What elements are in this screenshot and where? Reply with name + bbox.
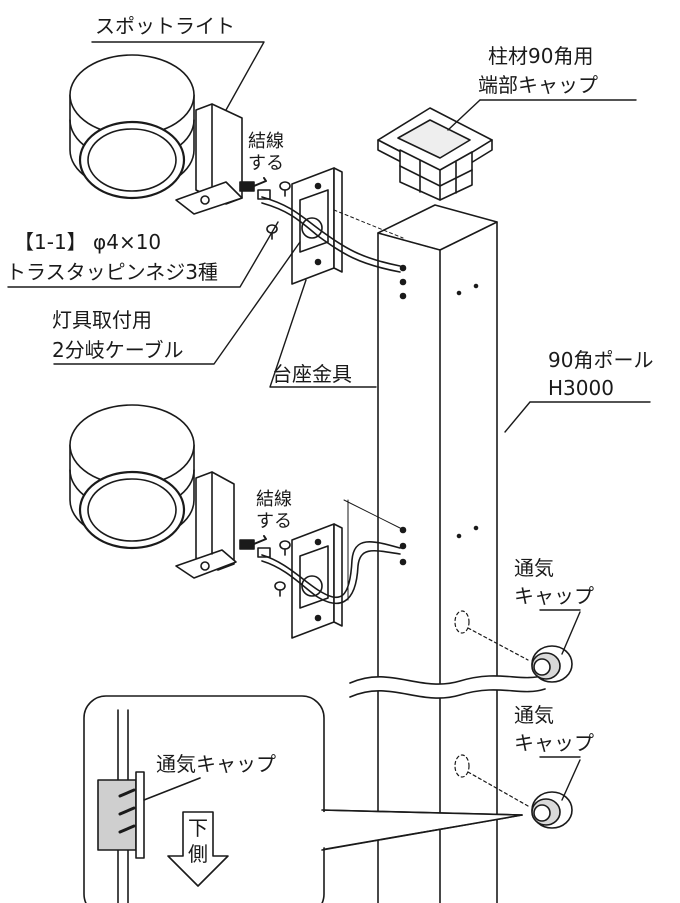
pole-90-square: [343, 204, 552, 903]
label-pole-line2: H3000: [548, 376, 614, 400]
label-cable-line1: 灯具取付用: [52, 308, 152, 332]
label-end-cap-line1: 柱材90角用: [488, 44, 594, 68]
label-end-cap-line2: 端部キャップ: [478, 73, 598, 97]
label-spotlight: スポットライト: [95, 14, 235, 38]
label-wiring-top-line1: 結線: [248, 131, 284, 152]
end-cap: [377, 107, 493, 201]
label-screw-line2: トラスタッピンネジ3種: [6, 260, 218, 284]
vent-cap-lower: [531, 791, 573, 829]
detail-callout: [83, 695, 523, 903]
label-detail-down-char1: 下: [188, 816, 208, 840]
base-bracket-top: [261, 167, 404, 285]
label-base-bracket: 台座金具: [272, 362, 352, 386]
vent-cap-upper: [531, 645, 573, 683]
label-vent-cap-upper-line2: キャップ: [514, 584, 594, 608]
leader-lines: [7, 41, 651, 801]
label-pole-line1: 90角ポール: [548, 348, 654, 372]
label-wiring-bottom-line2: する: [256, 511, 292, 532]
spotlight-top: [69, 54, 271, 215]
label-detail-vent-cap: 通気キャップ: [156, 752, 276, 776]
base-bracket-bottom: [261, 499, 401, 639]
label-vent-cap-lower-line2: キャップ: [514, 731, 594, 755]
label-cable-line2: 2分岐ケーブル: [52, 338, 184, 362]
label-vent-cap-lower-line1: 通気: [514, 703, 554, 727]
label-screw-line1: 【1-1】 φ4×10: [14, 230, 162, 254]
screw-icons-bottom: [274, 540, 291, 597]
label-wiring-bottom-line1: 結線: [256, 489, 292, 510]
spotlight-bottom: [69, 404, 271, 579]
label-wiring-top-line2: する: [248, 153, 284, 174]
label-vent-cap-upper-line1: 通気: [514, 556, 554, 580]
label-detail-down-char2: 側: [188, 842, 208, 866]
